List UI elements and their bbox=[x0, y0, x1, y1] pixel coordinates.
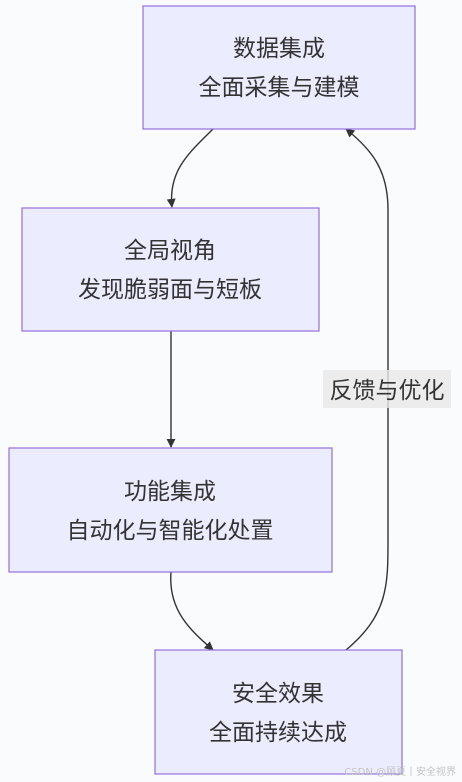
node-title: 功能集成 bbox=[124, 479, 216, 505]
node-subtitle: 发现脆弱面与短板 bbox=[78, 277, 262, 303]
edge-data-integration-to-global-view bbox=[166, 128, 214, 208]
node-data-integration: 数据集成 全面采集与建模 bbox=[142, 5, 416, 130]
node-title: 数据集成 bbox=[233, 36, 325, 62]
node-subtitle: 自动化与智能化处置 bbox=[67, 518, 274, 544]
node-title: 安全效果 bbox=[232, 681, 324, 707]
edge-security-effect-to-data-integration bbox=[345, 128, 389, 651]
node-title: 全局视角 bbox=[124, 238, 216, 264]
node-security-effect: 安全效果 全面持续达成 bbox=[154, 649, 403, 775]
node-subtitle: 全面持续达成 bbox=[209, 720, 347, 746]
edge-label-background bbox=[323, 370, 451, 408]
edge-function-integration-to-security-effect bbox=[170, 571, 214, 651]
watermark: CSDN @顾夏丨安全视界 bbox=[344, 767, 456, 778]
node-function-integration: 功能集成 自动化与智能化处置 bbox=[8, 447, 333, 573]
node-global-view: 全局视角 发现脆弱面与短板 bbox=[21, 207, 320, 332]
edge-label-feedback: 反馈与优化 bbox=[330, 378, 445, 404]
node-subtitle: 全面采集与建模 bbox=[199, 75, 360, 101]
